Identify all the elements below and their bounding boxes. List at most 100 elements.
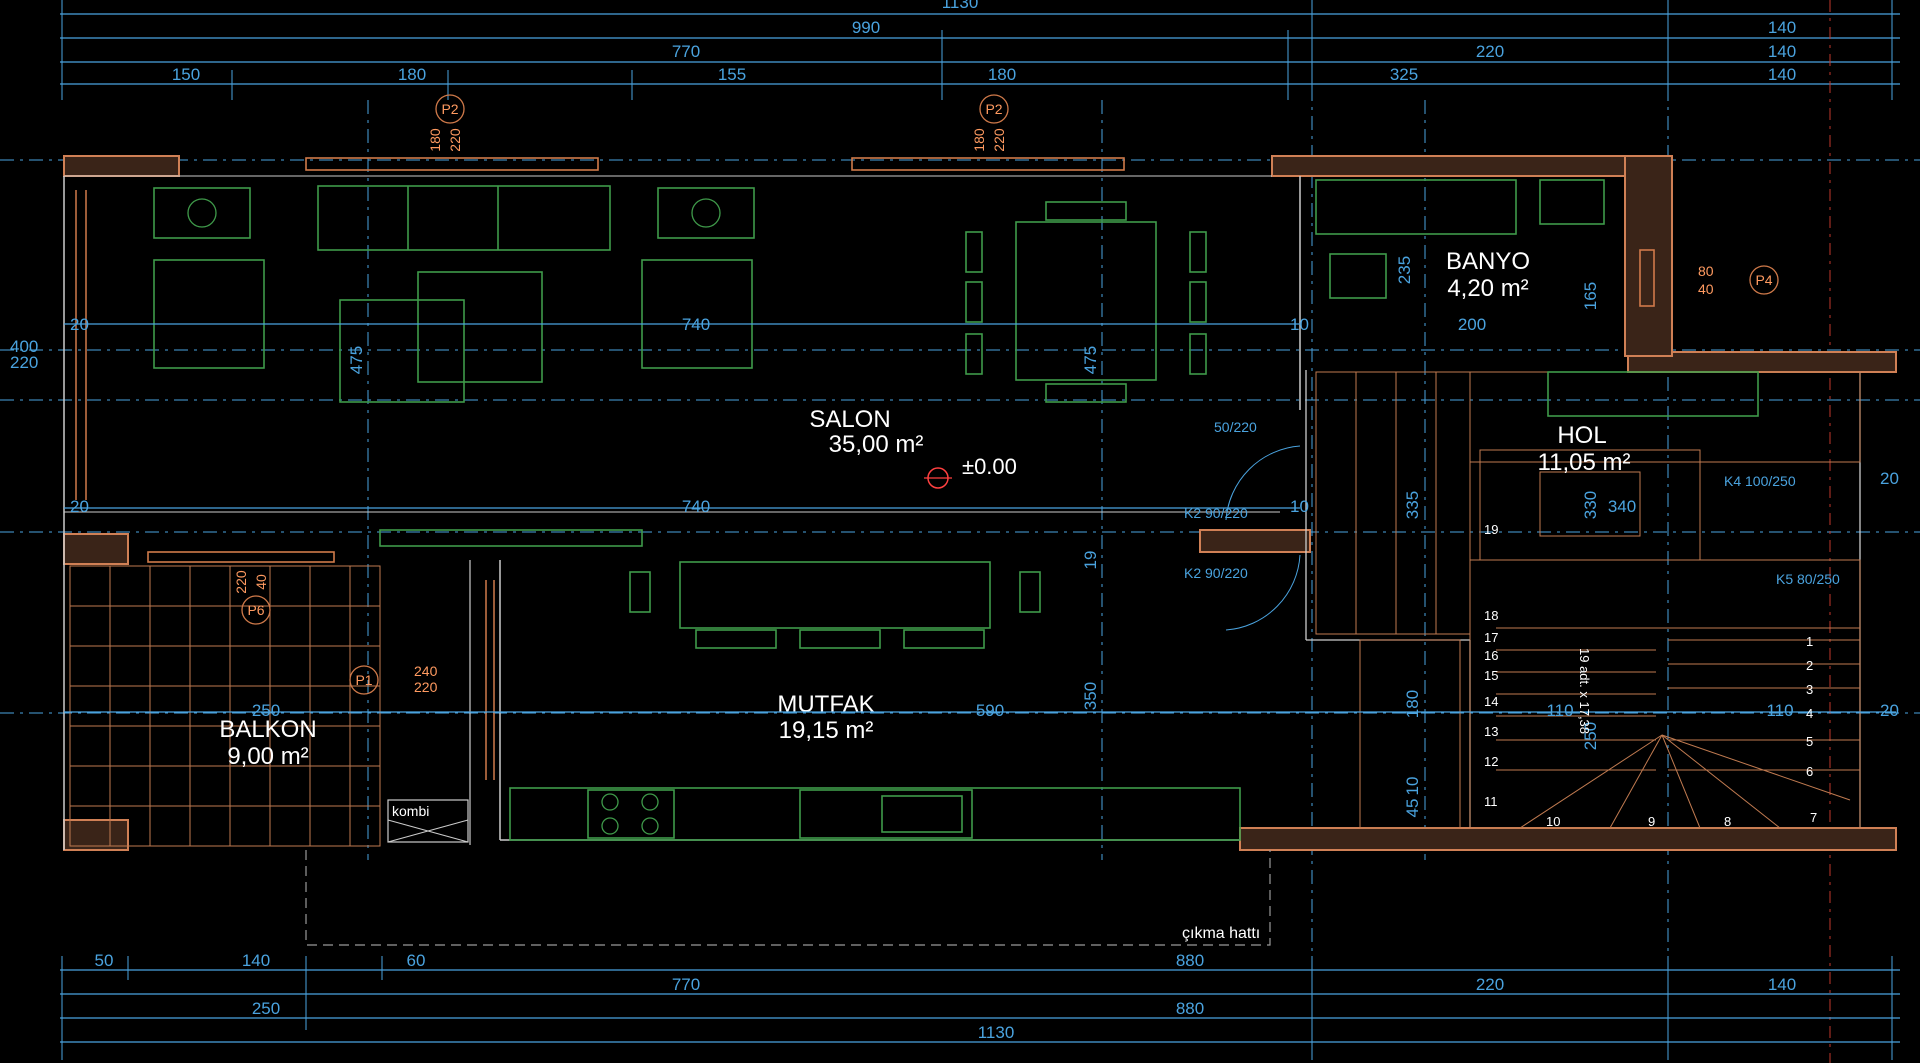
dim-left-220: 220 <box>10 353 38 372</box>
dim-top-155: 155 <box>718 65 746 84</box>
dim-stair-h: 250 <box>1581 722 1600 750</box>
stair-number-16: 16 <box>1484 648 1498 663</box>
tag-p2-a-dim2: 220 <box>447 128 463 152</box>
dim-banyo-h: 235 <box>1395 256 1414 284</box>
stair-number-5: 5 <box>1806 734 1813 749</box>
door-label-4: K4 100/250 <box>1724 473 1796 489</box>
stair-number-4: 4 <box>1806 706 1813 721</box>
stair-number-15: 15 <box>1484 668 1498 683</box>
cikma-label: çıkma hattı <box>1182 925 1260 942</box>
dim-wall-b: 20 <box>70 497 89 516</box>
dim-top-overall: 1130 <box>942 0 979 12</box>
dim-bottom-220: 220 <box>1476 975 1504 994</box>
room-banyo-area: 4,20 m² <box>1447 275 1528 302</box>
dim-balkon-w: 250 <box>252 701 280 720</box>
stair-number-7: 7 <box>1810 810 1817 825</box>
dim-top-770: 770 <box>672 42 700 61</box>
stair-number-19: 19 <box>1484 522 1498 537</box>
dim-top-325: 325 <box>1390 65 1418 84</box>
dim-top-990: 990 <box>852 18 880 37</box>
stair-number-13: 13 <box>1484 724 1498 739</box>
dim-bottom-50: 50 <box>95 951 114 970</box>
dim-wall-d: 10 <box>1290 497 1309 516</box>
interior-dimensions: 740 740 475 475 590 350 250 200 335 330 … <box>64 256 1899 818</box>
room-hol-area: 11,05 m² <box>1538 449 1631 476</box>
tag-p6: P6 <box>247 602 264 618</box>
dim-bottom-770: 770 <box>672 975 700 994</box>
room-hol-name: HOL <box>1557 422 1606 449</box>
door-label-5: K5 80/250 <box>1776 571 1840 587</box>
stair-number-9: 9 <box>1648 814 1655 829</box>
dim-salon-h2: 475 <box>1081 346 1100 374</box>
tag-p6-dim2: 40 <box>253 574 269 590</box>
dim-stair-w1: 110 <box>1546 701 1573 720</box>
dim-top-140b: 140 <box>1768 42 1796 61</box>
door-labels: 50/220 K2 90/220 K2 90/220 K4 100/250 K5… <box>1184 419 1840 631</box>
dim-hol-h2: 330 <box>1581 491 1600 519</box>
kombi-label: kombi <box>392 803 429 819</box>
dim-banyo-h2: 165 <box>1581 282 1600 310</box>
stair-number-8: 8 <box>1724 814 1731 829</box>
hol-stairs <box>1315 371 1861 829</box>
mutfak-furniture <box>379 529 1241 841</box>
dim-hol-w: 340 <box>1608 497 1636 516</box>
dim-top-220: 220 <box>1476 42 1504 61</box>
room-mutfak-name: MUTFAK <box>777 691 874 718</box>
dim-wall-a: 20 <box>70 315 89 334</box>
dim-top-140c: 140 <box>1768 65 1796 84</box>
dim-small-b: 45 <box>1403 799 1422 818</box>
stair-number-2: 2 <box>1806 658 1813 673</box>
stair-annotations: 19 adt. x 17,38 1 2 3 4 5 6 7 8 9 10 11 … <box>1484 522 1817 829</box>
balkon-tiles <box>69 565 469 847</box>
dim-top-180b: 180 <box>988 65 1016 84</box>
stair-number-10: 10 <box>1546 814 1560 829</box>
dim-small-c: 10 <box>1403 777 1422 796</box>
dim-mutfak-w: 590 <box>976 701 1004 720</box>
tag-p2-a: P2 <box>441 101 458 117</box>
stair-number-17: 17 <box>1484 630 1498 645</box>
walls <box>63 155 1897 946</box>
stair-number-3: 3 <box>1806 682 1813 697</box>
salon-furniture <box>153 185 1207 403</box>
door-label-2: K2 90/220 <box>1184 505 1248 521</box>
dim-bottom-140a: 140 <box>242 951 270 970</box>
banyo-fixtures <box>1315 179 1655 307</box>
stair-number-1: 1 <box>1806 634 1813 649</box>
tag-p6-dim1: 220 <box>233 570 249 594</box>
dim-left-400: 400 <box>10 337 38 356</box>
room-banyo-name: BANYO <box>1446 248 1530 275</box>
dim-salon-w1: 740 <box>682 315 710 334</box>
dim-banyo-w: 200 <box>1458 315 1486 334</box>
tag-p2-b-dim2: 220 <box>991 128 1007 152</box>
dim-bottom-880a: 880 <box>1176 951 1204 970</box>
dim-salon-w2: 740 <box>682 497 710 516</box>
level-mark: ±0.00 <box>962 454 1017 479</box>
dim-top-180a: 180 <box>398 65 426 84</box>
stair-number-6: 6 <box>1806 764 1813 779</box>
room-labels: SALON 35,00 m² MUTFAK 19,15 m² BALKON 9,… <box>219 248 1630 770</box>
dim-wall-e: 20 <box>1880 469 1899 488</box>
dim-top-150: 150 <box>172 65 200 84</box>
dim-wall-g: 19 <box>1081 551 1100 570</box>
door-label-1: 50/220 <box>1214 419 1257 435</box>
tag-p2-b: P2 <box>985 101 1002 117</box>
tag-p4-dim2: 40 <box>1698 281 1714 297</box>
opening-tags: P2 180 220 P2 180 220 P4 80 40 P6 220 40… <box>233 94 1779 695</box>
dim-bottom-overall: 1130 <box>978 1023 1015 1042</box>
dim-hol-h: 335 <box>1403 491 1422 519</box>
door-label-3: K2 90/220 <box>1184 565 1248 581</box>
room-salon-name: SALON <box>809 406 890 433</box>
dim-small-a: 180 <box>1403 690 1422 718</box>
bottom-dimensions: 50 140 60 880 140 770 220 250 880 1130 <box>60 951 1900 1060</box>
top-dimensions: 1130 990 140 770 220 140 150 180 155 180… <box>60 0 1900 100</box>
dim-top-140a: 140 <box>1768 18 1796 37</box>
stair-note: 19 adt. x 17,38 <box>1577 648 1592 734</box>
dim-bottom-140b: 140 <box>1768 975 1796 994</box>
dim-wall-f: 20 <box>1880 701 1899 720</box>
dim-salon-h1: 475 <box>347 346 366 374</box>
dim-bottom-250: 250 <box>252 999 280 1018</box>
dim-bottom-60: 60 <box>407 951 426 970</box>
dim-bottom-880b: 880 <box>1176 999 1204 1018</box>
stair-number-18: 18 <box>1484 608 1498 623</box>
